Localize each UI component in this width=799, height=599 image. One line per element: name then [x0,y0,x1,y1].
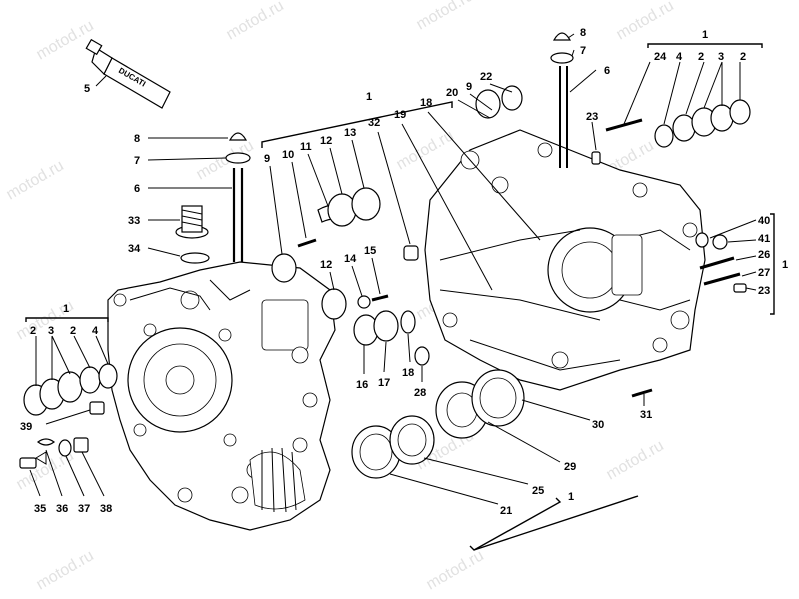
callout-38: 38 [100,503,112,515]
watermark: motod.ru [424,547,487,593]
callout-2: 2 [30,325,36,337]
callout-36: 36 [56,503,68,515]
watermark: motod.ru [34,17,97,63]
callout-22: 22 [480,71,492,83]
callout-7: 7 [580,45,586,57]
bracket-top [261,101,453,148]
right-bearing-set [591,99,751,165]
callout-8: 8 [580,27,586,39]
callout-6: 6 [604,65,610,77]
callout-19: 19 [394,109,406,121]
callout-20: 20 [446,87,458,99]
shaft-bearings-middle [321,288,430,366]
callout-31: 31 [640,409,652,421]
callout-12: 12 [320,259,332,271]
shaft-bearings-top [271,187,381,283]
callout-34: 34 [128,243,141,255]
right-crankcase-half [424,129,706,391]
callout-3: 3 [48,325,54,337]
callout-9: 9 [466,81,472,93]
watermark: motod.ru [414,0,477,33]
watermark: motod.ru [614,0,677,43]
callout-3: 3 [718,51,724,63]
callout-35: 35 [34,503,46,515]
callout-30: 30 [592,419,604,431]
callout-18: 18 [420,97,432,109]
callout-7: 7 [134,155,140,167]
callout-2: 2 [740,51,746,63]
callout-24: 24 [654,51,667,63]
bracket-bottom [469,497,562,551]
callout-39: 39 [20,421,32,433]
left-stud-assembly [225,132,251,262]
left-crankcase-half [107,261,336,531]
right-top-parts [475,32,574,168]
callout-17: 17 [378,377,390,389]
callout-2: 2 [70,325,76,337]
callout-41: 41 [758,233,770,245]
sealant-tube-part: DUCATI [85,38,171,109]
callout-1-top-right: 1 [702,29,708,41]
callout-25: 25 [532,485,544,497]
callout-16: 16 [356,379,368,391]
leader-lines [29,33,757,505]
callout-40: 40 [758,215,770,227]
callout-10: 10 [282,149,294,161]
callout-18: 18 [402,367,414,379]
callout-26: 26 [758,249,770,261]
callout-2: 2 [698,51,704,63]
callout-1-right: 1 [782,259,788,271]
bracket-top-right [647,43,763,48]
callout-29: 29 [564,461,576,473]
callout-33: 33 [128,215,140,227]
callout-27: 27 [758,267,770,279]
callout-4: 4 [676,51,683,63]
callout-23: 23 [758,285,770,297]
callout-15: 15 [364,245,376,257]
callout-4: 4 [92,325,99,337]
callout-13: 13 [344,127,356,139]
callout-labels: 5 8 7 6 33 34 1 2 3 2 4 39 35 36 37 38 1… [20,27,788,517]
watermark: motod.ru [34,547,97,593]
callout-23: 23 [586,111,598,123]
callout-12: 12 [320,135,332,147]
callout-6: 6 [134,183,140,195]
callout-5: 5 [84,83,90,95]
main-bearings-bottom [351,369,525,479]
bracket-right [770,213,775,315]
callout-21: 21 [500,505,512,517]
watermark: motod.ru [604,437,667,483]
breather-assembly [175,205,210,264]
callout-37: 37 [78,503,90,515]
callout-9: 9 [264,153,270,165]
callout-1-left: 1 [63,303,69,315]
callout-28: 28 [414,387,426,399]
watermark: motod.ru [4,157,67,203]
left-bearing-set [23,363,118,416]
callout-1-bottom: 1 [568,491,574,503]
callout-8: 8 [134,133,140,145]
watermark: motod.ru [224,0,287,43]
callout-11: 11 [300,141,312,153]
bracket-bottom-line [473,495,639,551]
callout-1-top: 1 [366,91,372,103]
small-fittings-35-38 [19,437,89,469]
callout-14: 14 [344,253,357,265]
dowel-pin [403,245,419,261]
callout-32: 32 [368,117,380,129]
bracket-left [25,317,109,322]
